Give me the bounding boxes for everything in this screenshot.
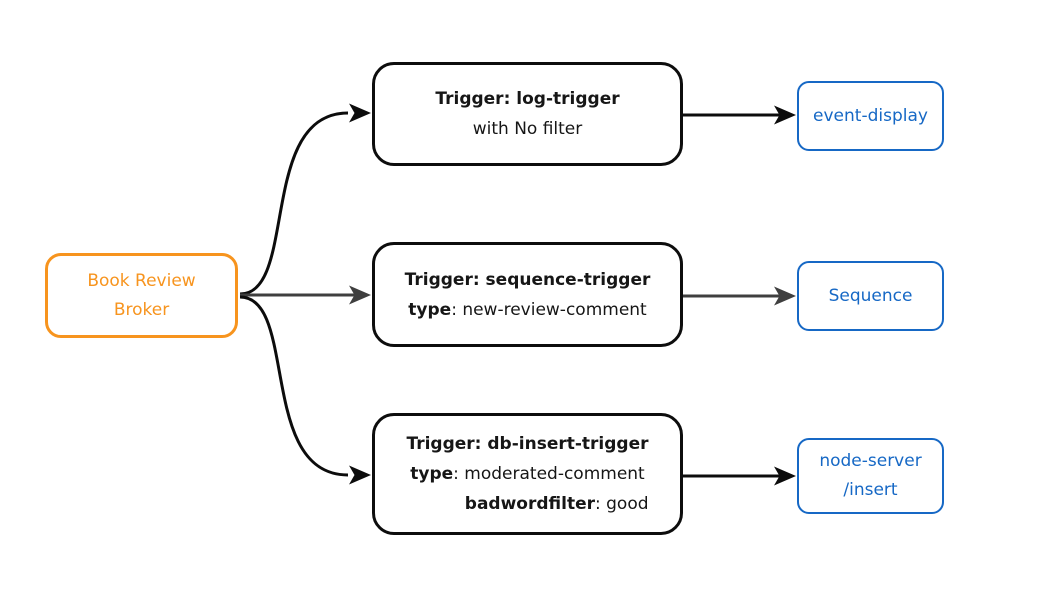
db-insert-trigger-attr1-value: : moderated-comment (453, 464, 645, 484)
sequence-label: Sequence (828, 285, 913, 306)
arrowhead-db-insert-trigger-to-node-server (774, 466, 796, 486)
node-db-insert-trigger: Trigger: db-insert-trigger type: moderat… (372, 413, 683, 535)
node-server-label-line1: node-server (819, 451, 922, 471)
arrowhead-log-trigger-to-event-display (774, 105, 796, 125)
event-display-label: event-display (813, 105, 928, 126)
sequence-trigger-label: Trigger: sequence-trigger type: new-revi… (405, 265, 651, 325)
log-trigger-title-text: Trigger: log-trigger (435, 89, 620, 109)
sequence-trigger-attr-key: type (408, 299, 452, 320)
arrowhead-broker-to-db-insert-trigger (349, 465, 371, 485)
arrowhead-broker-to-sequence-trigger (349, 285, 371, 305)
node-event-display: event-display (797, 81, 944, 151)
node-log-trigger: Trigger: log-trigger with No filter (372, 62, 683, 166)
db-insert-trigger-attr-badwordfilter: badwordfilter: good (406, 489, 649, 519)
log-trigger-title: Trigger: log-trigger (435, 84, 619, 114)
sequence-trigger-attr-type: type: new-review-comment (405, 295, 651, 325)
node-server-label-line2: /insert (843, 480, 898, 500)
node-broker: Book Review Broker (45, 253, 238, 338)
node-sequence: Sequence (797, 261, 944, 331)
broker-label-line1: Book Review (87, 270, 196, 291)
edge-broker-to-db-insert-trigger (239, 295, 349, 477)
db-insert-trigger-attr-type: type: moderated-comment (406, 459, 648, 489)
sequence-trigger-title-text: Trigger: sequence-trigger (404, 269, 651, 290)
db-insert-trigger-attr2-value: : good (595, 494, 649, 514)
arrowhead-sequence-trigger-to-sequence (774, 286, 796, 306)
db-insert-trigger-label: Trigger: db-insert-trigger type: moderat… (406, 429, 648, 519)
arrowhead-broker-to-log-trigger (349, 103, 371, 123)
sequence-trigger-attr-value: : new-review-comment (451, 299, 647, 320)
db-insert-trigger-attr1-key: type (410, 464, 454, 484)
node-sequence-trigger: Trigger: sequence-trigger type: new-revi… (372, 242, 683, 347)
broker-label: Book Review Broker (87, 267, 195, 325)
db-insert-trigger-attr2-key: badwordfilter (464, 494, 595, 514)
edge-broker-to-log-trigger (239, 111, 349, 296)
sequence-trigger-title: Trigger: sequence-trigger (405, 265, 651, 295)
node-node-server-insert: node-server /insert (797, 438, 944, 514)
log-trigger-subtitle: with No filter (472, 119, 583, 139)
db-insert-trigger-title: Trigger: db-insert-trigger (406, 429, 648, 459)
node-server-label: node-server /insert (819, 447, 921, 505)
broker-label-line2: Broker (113, 299, 170, 320)
log-trigger-label: Trigger: log-trigger with No filter (435, 84, 619, 144)
db-insert-trigger-title-text: Trigger: db-insert-trigger (406, 434, 649, 454)
